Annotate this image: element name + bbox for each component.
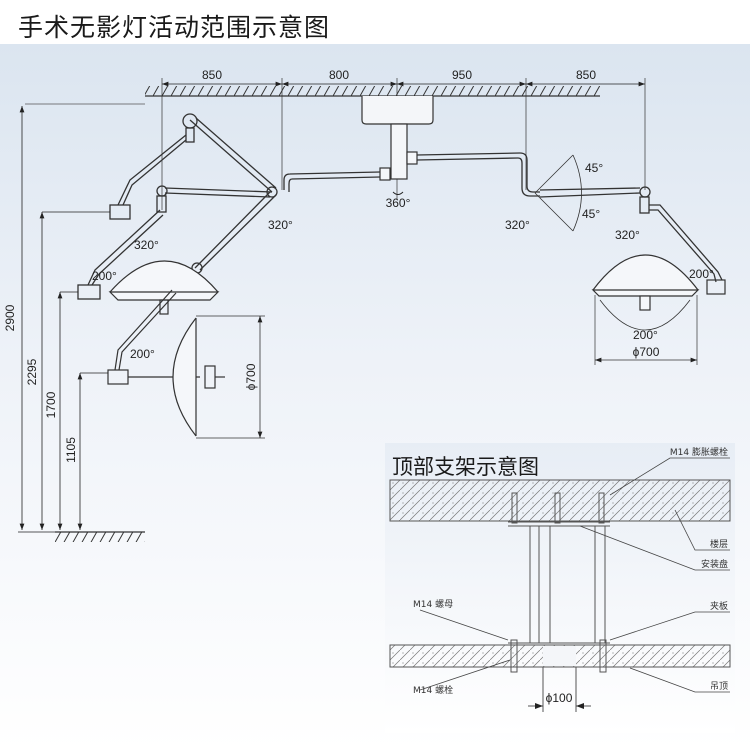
rotation-320-right-yoke: 320° xyxy=(615,228,640,242)
angle-45-down: 45° xyxy=(582,207,600,221)
lower-lamp xyxy=(128,315,265,439)
rotation-200-left-tilt: 200° xyxy=(92,269,117,283)
label-bolt: M14 螺栓 xyxy=(413,684,453,696)
label-suspended-ceiling: 吊顶 xyxy=(710,681,728,692)
right-lamp xyxy=(591,254,726,365)
rotation-360: 360° xyxy=(386,196,411,210)
dim-1105: 1105 xyxy=(64,437,78,463)
inset-title: 顶部支架示意图 xyxy=(392,455,539,479)
dim-2900: 2900 xyxy=(3,304,17,331)
rotation-320-left-joint: 320° xyxy=(268,218,293,232)
label-clamp-plate: 夹板 xyxy=(710,600,728,612)
floor xyxy=(55,531,145,542)
dim-850-right: 850 xyxy=(576,68,596,82)
rotate-arrow-icon xyxy=(392,191,404,195)
page-title: 手术无影灯活动范围示意图 xyxy=(18,13,331,42)
rotation-200-lower-tilt: 200° xyxy=(130,347,155,361)
angle-45-up: 45° xyxy=(585,161,603,175)
upper-left-lamp xyxy=(107,260,220,385)
vertical-dimensions xyxy=(18,106,110,533)
hole-diameter-100: ϕ100 xyxy=(546,691,573,705)
ceiling xyxy=(25,86,600,105)
right-arm xyxy=(416,152,723,283)
left-arm xyxy=(77,113,381,300)
dim-800: 800 xyxy=(329,68,349,82)
label-mounting-plate: 安装盘 xyxy=(701,558,728,570)
ceiling-mount xyxy=(361,96,434,181)
diameter-700-right: ϕ700 xyxy=(633,345,660,359)
rotation-320-right-joint: 320° xyxy=(505,218,530,232)
label-nut: M14 螺母 xyxy=(413,599,453,610)
rotation-320-left-yoke: 320° xyxy=(134,238,159,252)
dim-1700: 1700 xyxy=(44,391,58,418)
dim-2295: 2295 xyxy=(25,358,39,385)
label-expansion-bolt: M14 膨胀螺栓 xyxy=(670,446,728,458)
dim-850-left: 850 xyxy=(202,68,222,82)
label-floor-slab: 楼层 xyxy=(710,538,728,550)
dim-950: 950 xyxy=(452,68,472,82)
rotation-200-right-swing: 200° xyxy=(689,267,714,281)
diameter-700-left: ϕ700 xyxy=(244,363,258,390)
rotation-200-right-tilt: 200° xyxy=(633,328,658,342)
inset-drawing xyxy=(389,457,731,712)
